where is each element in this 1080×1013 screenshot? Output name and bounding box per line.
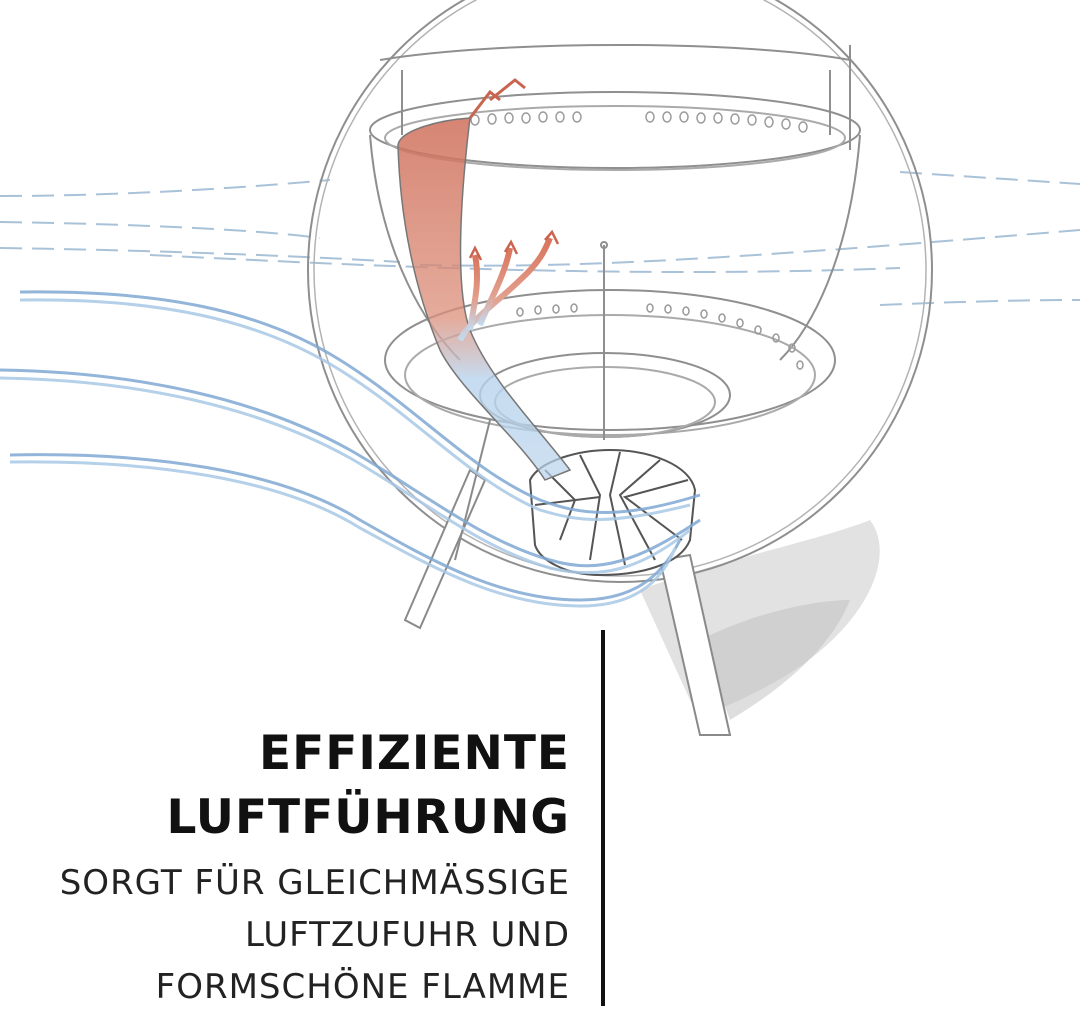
cool-air-streams [0, 290, 701, 608]
rising-air-column [397, 78, 572, 481]
vertical-divider [601, 630, 605, 1006]
stand-legs [403, 419, 732, 736]
headline-line-2: LUFTFÜHRUNG [166, 790, 570, 845]
subline-line-1: SORGT FÜR GLEICHMÄSSIGE [59, 863, 570, 903]
subline-line-2: LUFTZUFUHR UND [245, 915, 570, 955]
subline-line-3: FORMSCHÖNE FLAMME [155, 967, 570, 1007]
headline-line-1: EFFIZIENTE [259, 726, 570, 781]
headline: EFFIZIENTE LUFTFÜHRUNG [167, 722, 570, 850]
rim-perforations [470, 111, 808, 133]
subline: SORGT FÜR GLEICHMÄSSIGE LUFTZUFUHR UND F… [60, 857, 570, 1013]
globe-outline [307, 0, 933, 583]
background-air-streams [0, 171, 1080, 306]
basin-perforations [516, 303, 804, 370]
